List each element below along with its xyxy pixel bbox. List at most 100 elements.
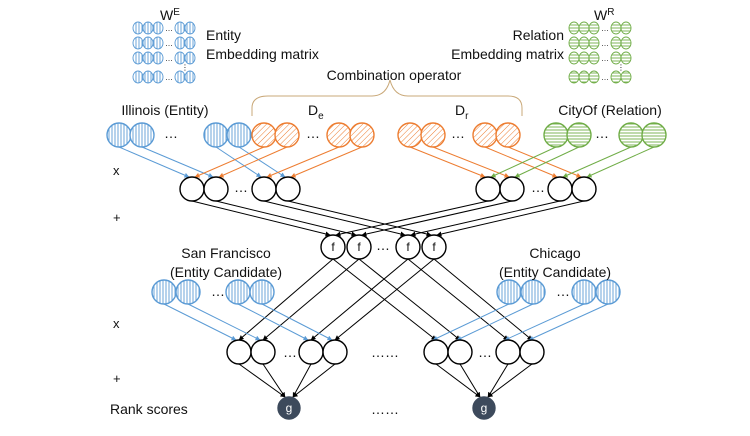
candidate-left-to-hidden-edge-1: [187, 303, 261, 341]
candidate-left-to-hidden-edge-3: [261, 303, 333, 341]
candidate-left-label-line2: (Entity Candidate): [170, 264, 282, 280]
dr-to-projection-edge-3: [507, 146, 582, 178]
entity-matrix-cell-3-1: [142, 70, 154, 84]
times-operator-1: x: [113, 163, 120, 178]
f-to-hidden-left-edge-0: [238, 258, 334, 341]
ellipsis-projection-right: …: [531, 179, 545, 195]
hidden-right-to-score-edge-2: [487, 363, 509, 398]
entity-input-node-0: [106, 122, 132, 148]
score-node-0: [277, 396, 301, 420]
relation-matrix-cell-1-2: [588, 36, 600, 50]
hidden-left-node-2: [298, 339, 324, 365]
de-to-projection-edge-1: [218, 146, 288, 178]
entity-matrix-row-ellipsis-0: …: [165, 24, 173, 33]
relation-to-projection-edge-2: [562, 146, 632, 178]
hidden-left-node-3: [322, 339, 348, 365]
entity-to-projection-edge-1: [141, 146, 214, 178]
hidden-left-to-score-edge-1: [262, 363, 286, 398]
entity-matrix-cell-0-4: [184, 21, 196, 35]
candidate-right-to-hidden-edge-2: [504, 303, 585, 341]
entity-matrix-cell-3-4: [184, 70, 196, 84]
dr-to-projection-edge-1: [432, 146, 510, 178]
projection-left-to-f-edge-3: [287, 200, 432, 237]
entity-matrix-cell-3-2: [152, 70, 164, 84]
dr-input-node-2: [472, 122, 498, 148]
hidden-right-to-score-edge-3: [487, 363, 533, 398]
entity-to-projection-edge-0: [118, 146, 190, 178]
relation-matrix-cell-0-2: [588, 21, 600, 35]
network-nodes: [106, 122, 667, 420]
entity-to-projection-edge-3: [238, 146, 286, 178]
candidate-right-label-line2: (Entity Candidate): [499, 264, 611, 280]
dr-input-node-1: [420, 122, 446, 148]
relation-matrix-cell-3-3: [610, 70, 622, 84]
entity-input-label: Illinois (Entity): [121, 102, 208, 118]
plus-operator-1: +: [113, 210, 121, 225]
de-to-projection-edge-0: [194, 146, 265, 178]
relation-matrix-cell-1-0: [568, 36, 580, 50]
projection-right-node-1: [499, 176, 525, 202]
f-node-label-3: f: [432, 240, 436, 254]
entity-matrix-cell-2-1: [142, 51, 154, 65]
relation-input-node-2: [618, 122, 644, 148]
entity-matrix-row-ellipsis-2: …: [165, 54, 173, 63]
relation-input-node-1: [566, 122, 592, 148]
f-node-3: [421, 234, 447, 260]
relation-matrix-title: WR: [594, 7, 614, 23]
projection-right-to-f-edge-2: [410, 200, 561, 237]
hidden-left-to-score-edge-3: [292, 363, 336, 398]
f-to-hidden-right-edge-1: [358, 258, 461, 341]
candidate-right-node-1: [520, 279, 546, 305]
dr-label: Dr: [455, 102, 469, 122]
relation-matrix-cell-2-0: [568, 51, 580, 65]
entity-matrix-row-ellipsis-1: …: [165, 39, 173, 48]
entity-matrix-cell-2-4: [184, 51, 196, 65]
dr-to-projection-edge-0: [409, 146, 486, 178]
projection-left-node-1: [203, 176, 229, 202]
relation-to-projection-edge-1: [514, 146, 580, 178]
entity-matrix-col-ellipsis: ⋮: [181, 63, 189, 72]
hidden-left-to-score-edge-0: [238, 363, 286, 398]
relation-matrix-cell-1-4: [620, 36, 632, 50]
relation-matrix-row-ellipsis-3: …: [601, 73, 609, 82]
entity-matrix-cell-1-2: [152, 36, 164, 50]
hidden-right-node-1: [447, 339, 473, 365]
relation-input-label: CityOf (Relation): [558, 102, 661, 118]
projection-right-node-2: [547, 176, 573, 202]
ellipsis-candidate-right: …: [556, 283, 570, 299]
relation-matrix-cell-3-0: [568, 70, 580, 84]
candidate-right-to-hidden-edge-3: [528, 303, 609, 341]
de-label: De: [308, 102, 324, 122]
ellipsis-hidden-right: …: [478, 344, 492, 360]
dr-input-node-3: [495, 122, 521, 148]
relation-matrix-label-line1: Relation: [513, 27, 564, 43]
entity-matrix-cell-0-3: [174, 21, 186, 35]
entity-matrix-label-line1: Entity: [206, 27, 241, 43]
projection-left-to-f-edge-2: [263, 200, 406, 237]
entity-matrix-title: WE: [160, 7, 180, 23]
ellipsis-dr-input: …: [451, 125, 465, 141]
entity-matrix-cell-0-2: [152, 21, 164, 35]
relation-matrix-cell-2-1: [578, 51, 590, 65]
projection-right-node-0: [475, 176, 501, 202]
embedding-matrices: …………⋮…………⋮: [132, 21, 632, 84]
times-operator-2: x: [113, 316, 120, 331]
f-to-hidden-right-edge-2: [407, 258, 509, 341]
de-to-projection-edge-3: [290, 146, 363, 178]
projection-left-node-3: [275, 176, 301, 202]
candidate-left-node-1: [175, 279, 201, 305]
f-to-hidden-left-edge-1: [262, 258, 360, 341]
ellipsis-hidden-middle: ……: [371, 344, 399, 360]
f-node-0: [320, 234, 346, 260]
relation-to-projection-edge-0: [490, 146, 557, 178]
entity-input-node-3: [226, 122, 252, 148]
de-input-node-0: [251, 122, 277, 148]
entity-matrix-cell-3-0: [132, 70, 144, 84]
projection-right-to-f-edge-1: [361, 200, 513, 237]
hidden-right-node-3: [519, 339, 545, 365]
relation-matrix-row-ellipsis-0: …: [601, 24, 609, 33]
relation-matrix-cell-0-3: [610, 21, 622, 35]
dr-to-projection-edge-2: [484, 146, 558, 178]
f-node-label-2: f: [406, 240, 410, 254]
